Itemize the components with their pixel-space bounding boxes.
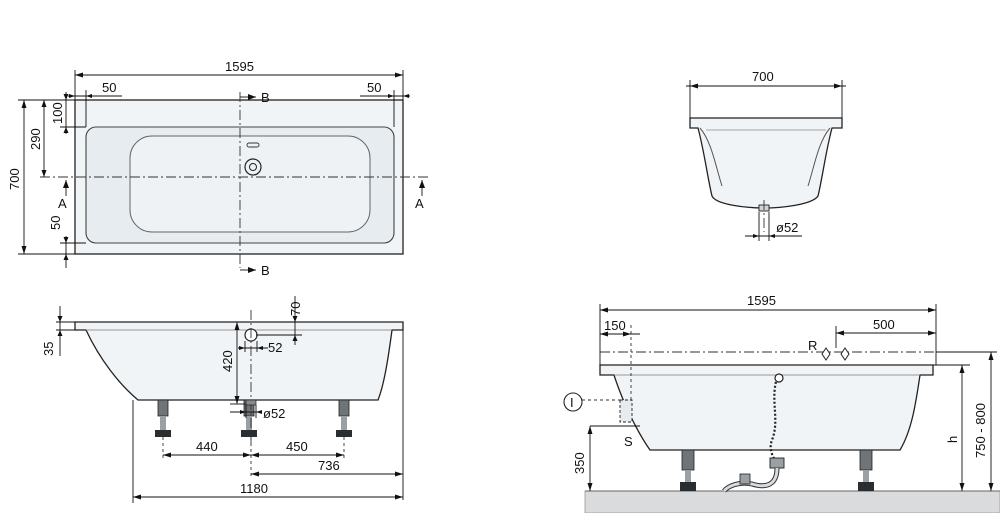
top-view: 1595 50 50 700 290 100 50: [7, 59, 430, 278]
section-a-right: A: [415, 196, 424, 211]
drain-inner-icon: [249, 163, 257, 171]
dim-440: 440: [196, 439, 218, 454]
fitting-r-1-icon: [821, 347, 831, 361]
label-i: I: [570, 395, 574, 410]
dim-50-right: 50: [367, 80, 381, 95]
leg-1: [157, 399, 169, 417]
dim-736: 736: [318, 458, 340, 473]
leg-3: [338, 399, 350, 417]
overflow-hose: [769, 377, 779, 463]
drain-icon: [244, 158, 262, 176]
label-s: S: [624, 434, 633, 449]
label-i-circle: [563, 392, 583, 412]
install-leg-2: [859, 449, 873, 471]
dim-drain-end: ø52: [776, 220, 798, 235]
top-view-basin: [129, 135, 371, 233]
label-h: h: [945, 436, 960, 443]
label-r: R: [808, 338, 817, 353]
install-view: R 1595 150 500 I S 350: [563, 293, 1000, 513]
dim-420: 420: [220, 350, 235, 372]
dim-100: 100: [50, 102, 65, 124]
dim-50-left: 50: [102, 80, 116, 95]
section-b-bottom: B: [261, 263, 270, 278]
dim-70: 70: [288, 302, 303, 316]
dim-350: 350: [572, 452, 587, 474]
dim-700-top: 700: [7, 168, 22, 190]
dim-52-overflow: 52: [268, 340, 282, 355]
end-view-outline: [689, 117, 843, 209]
service-box: [619, 399, 633, 423]
end-view: 700 ø52: [686, 69, 846, 241]
dim-750-800: 750 - 800: [973, 403, 988, 458]
dim-1180: 1180: [240, 481, 268, 496]
dim-1595-install: 1595: [747, 293, 776, 308]
section-b-top: B: [261, 90, 270, 105]
dim-1595-top: 1595: [225, 59, 254, 74]
fitting-r-2-icon: [840, 347, 850, 361]
dim-35: 35: [41, 342, 56, 356]
floor: [584, 490, 1000, 513]
install-leg-1: [681, 449, 695, 471]
section-a-left: A: [58, 196, 67, 211]
dim-450: 450: [286, 439, 308, 454]
dim-150: 150: [604, 318, 626, 333]
dim-50-bottom: 50: [48, 216, 63, 230]
dim-drain-side: ø52: [263, 406, 285, 421]
dim-290: 290: [28, 128, 43, 150]
overflow-icon: [246, 142, 260, 148]
dim-500: 500: [873, 317, 895, 332]
dim-700-end: 700: [752, 69, 774, 84]
install-tub-outline: [599, 364, 934, 451]
trap: [769, 457, 785, 469]
side-view-outline: [74, 321, 404, 401]
side-view: 35 70 52 420 ø52 440: [41, 296, 404, 503]
